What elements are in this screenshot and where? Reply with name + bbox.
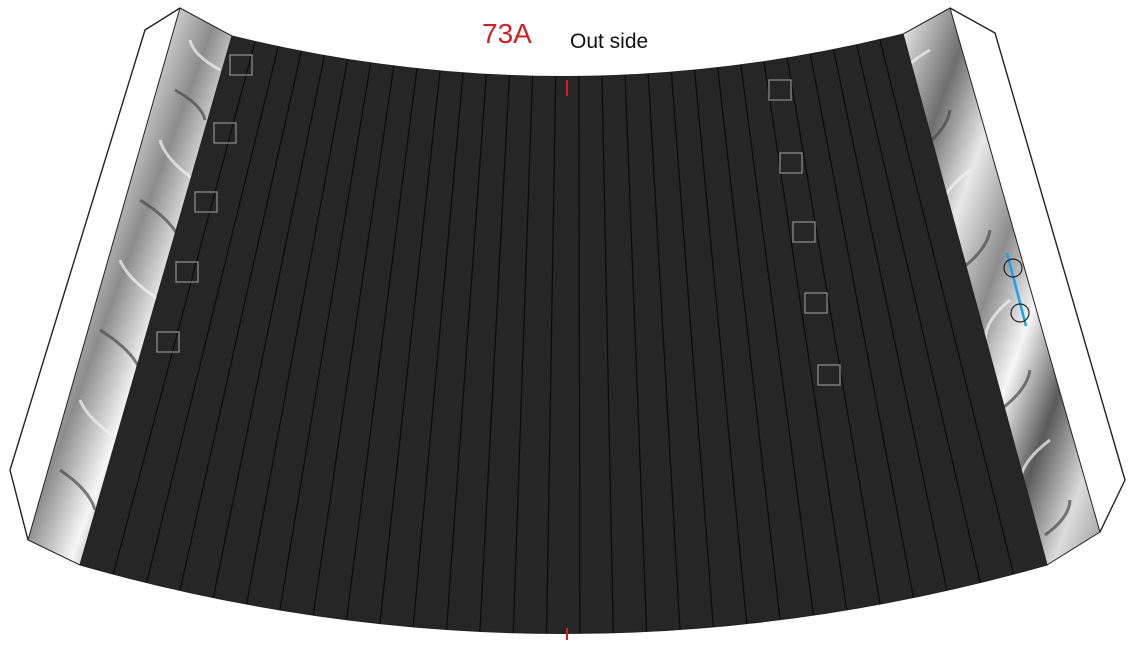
pleated-panel bbox=[79, 33, 1048, 634]
alignment-circle-bottom bbox=[1010, 303, 1030, 323]
pleat-line bbox=[412, 72, 464, 627]
pleat-line bbox=[245, 59, 349, 605]
pleat-line bbox=[786, 57, 881, 605]
pleat-line bbox=[624, 75, 648, 632]
pleat-line bbox=[879, 39, 1015, 575]
alignment-line bbox=[1005, 252, 1028, 327]
square-marker bbox=[779, 152, 803, 174]
square-marker bbox=[792, 221, 816, 243]
foil-crinkle bbox=[158, 139, 196, 182]
pleat-line bbox=[479, 75, 511, 632]
pleat-line bbox=[856, 44, 981, 583]
square-marker bbox=[194, 191, 218, 213]
pleat-line bbox=[578, 76, 581, 634]
foil-crinkle bbox=[118, 259, 161, 302]
side-label: Out side bbox=[570, 30, 649, 53]
foil-crinkle bbox=[188, 39, 221, 72]
foil-crinkle bbox=[1044, 499, 1072, 537]
pleat-line bbox=[601, 75, 614, 633]
square-marker bbox=[175, 261, 199, 283]
pleat-line bbox=[670, 72, 714, 627]
right-outline bbox=[949, 7, 1126, 533]
pleat-line bbox=[809, 53, 915, 598]
square-marker bbox=[213, 122, 237, 144]
foil-crinkle bbox=[59, 468, 97, 511]
pleat-line bbox=[545, 76, 557, 634]
pleat-line bbox=[763, 61, 848, 611]
square-marker bbox=[768, 79, 792, 101]
pleat-line bbox=[146, 46, 279, 583]
pleat-line bbox=[279, 62, 372, 611]
alignment-circle-top bbox=[1003, 258, 1023, 278]
pleat-line bbox=[717, 67, 781, 620]
pleat-line bbox=[512, 76, 534, 633]
right-outline-line bbox=[949, 7, 1126, 533]
left-outline bbox=[9, 7, 181, 541]
pleat-line bbox=[832, 49, 948, 591]
pleat-line bbox=[312, 65, 395, 616]
left-outline-line bbox=[9, 7, 181, 541]
pleat-line bbox=[345, 68, 418, 620]
pleat-line bbox=[445, 74, 487, 630]
square-marker bbox=[817, 364, 841, 386]
code-label: 73A bbox=[482, 18, 532, 49]
pleat-line bbox=[212, 55, 326, 598]
foil-crinkle bbox=[174, 88, 207, 121]
pleat-line bbox=[693, 70, 748, 624]
square-marker bbox=[156, 331, 180, 353]
pleat-line bbox=[179, 51, 302, 591]
square-marker bbox=[229, 54, 253, 76]
pleat-line bbox=[379, 70, 441, 624]
pleat-line bbox=[647, 73, 681, 630]
pleat-line bbox=[112, 41, 256, 575]
foil-crinkle bbox=[78, 399, 121, 442]
pleat-line bbox=[740, 64, 814, 616]
square-marker bbox=[804, 292, 828, 314]
